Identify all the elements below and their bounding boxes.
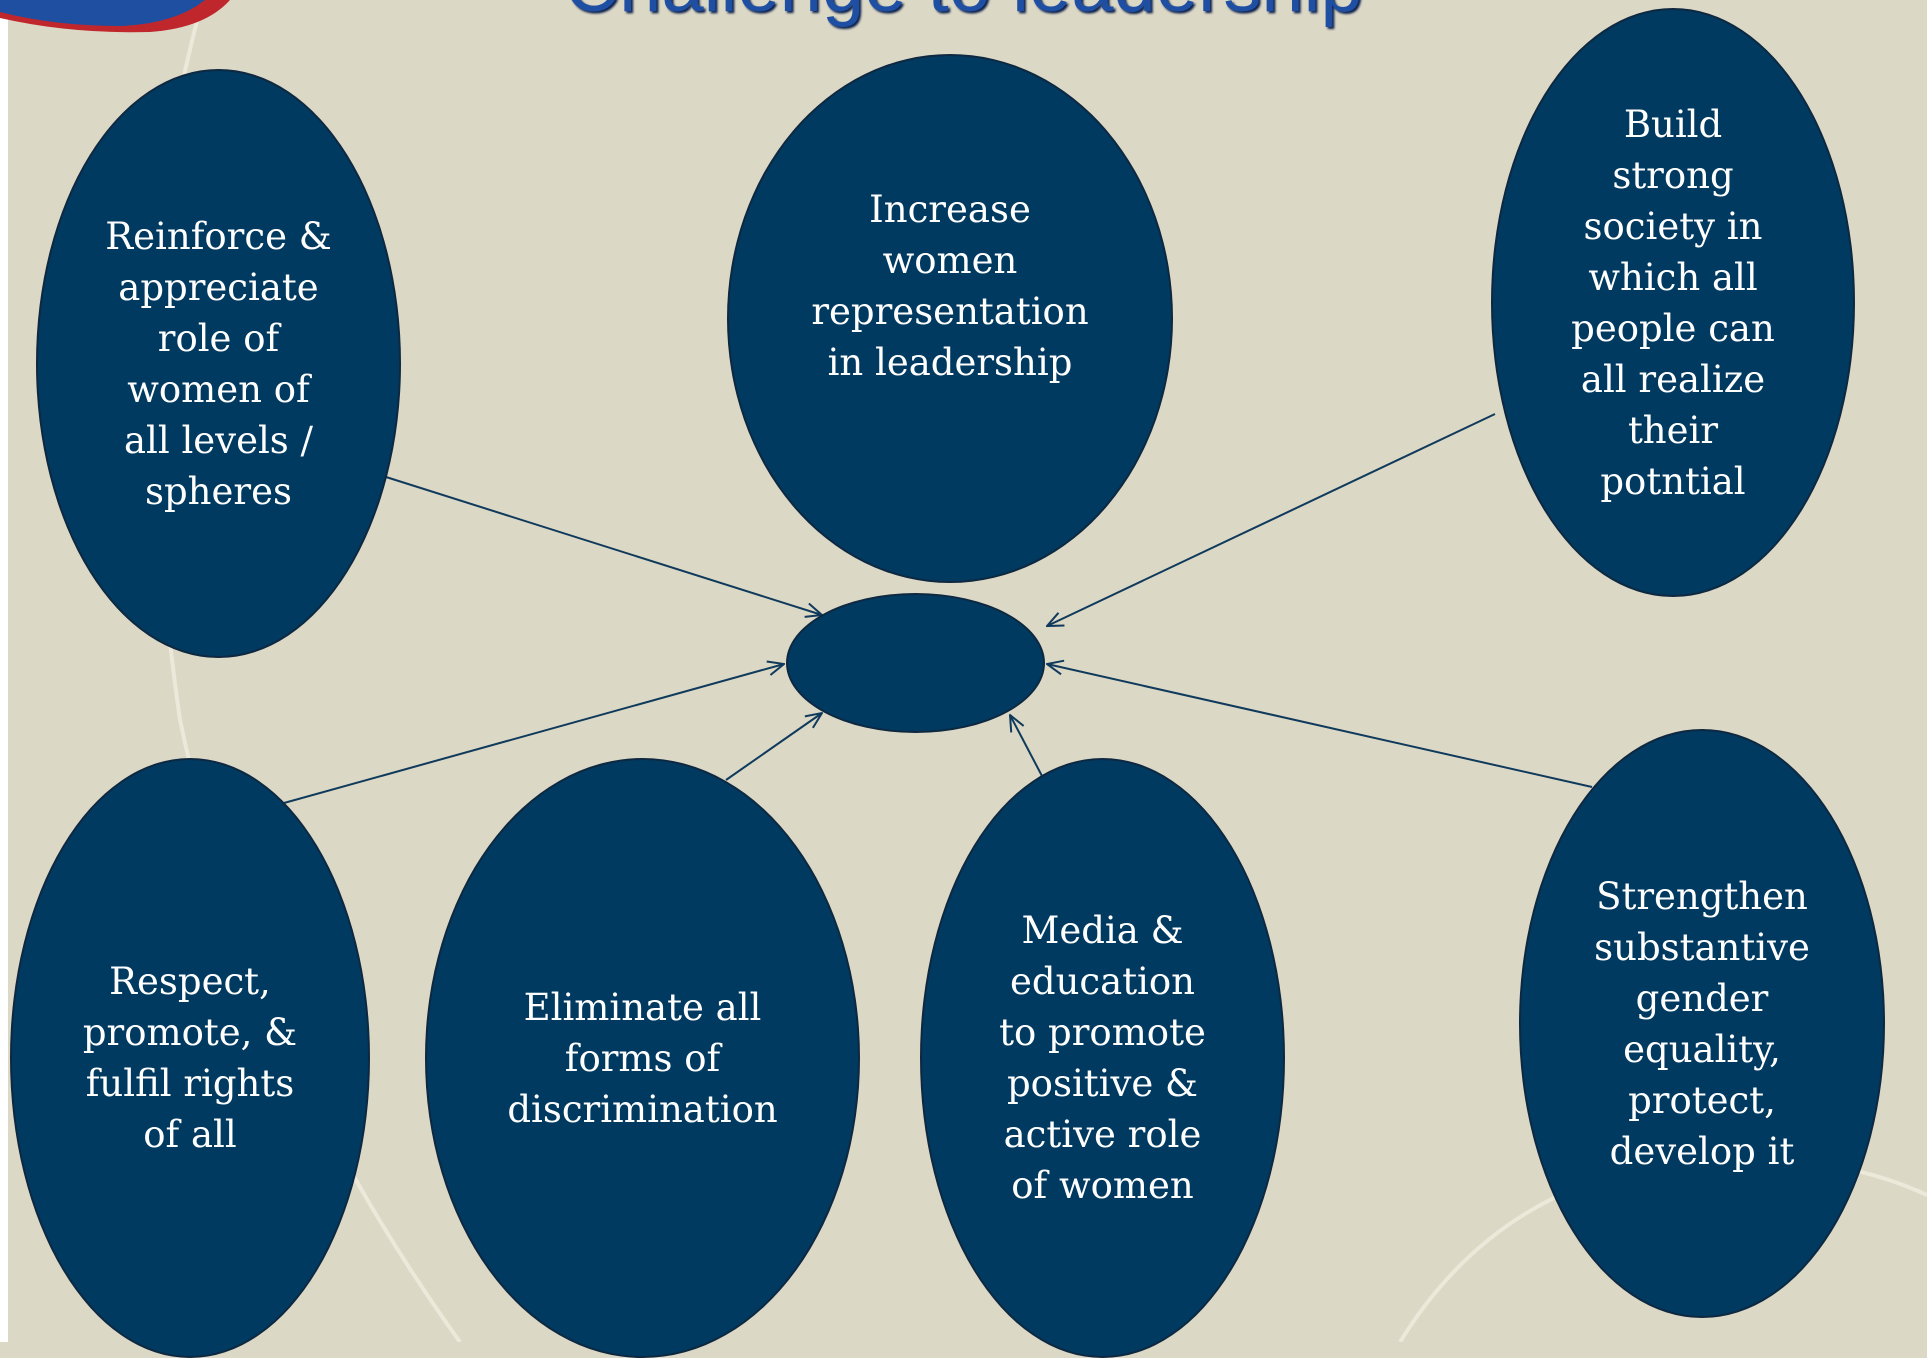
node-build: Build strong society in which all people… <box>1491 8 1855 597</box>
left-edge-strip <box>0 0 8 1342</box>
node-respect-label: Respect, promote, & fulfil rights of all <box>82 960 298 1156</box>
arrow-strengthen <box>1047 664 1593 788</box>
arrow-eliminate <box>725 713 822 781</box>
node-media: Media & education to promote positive & … <box>920 758 1285 1358</box>
arrow-media <box>1010 715 1043 777</box>
arrow-build <box>1047 413 1496 626</box>
node-respect: Respect, promote, & fulfil rights of all <box>10 758 370 1358</box>
node-eliminate: Eliminate all forms of discrimination <box>425 758 860 1358</box>
node-eliminate-label: Eliminate all forms of discrimination <box>507 985 778 1131</box>
arrow-respect <box>283 664 784 804</box>
node-media-label: Media & education to promote positive & … <box>999 909 1206 1207</box>
node-increase: Increase women representation in leaders… <box>727 54 1173 583</box>
center-ellipse <box>786 593 1045 733</box>
arrow-reinforce <box>385 476 822 615</box>
node-strengthen: Strengthen substantive gender equality, … <box>1519 729 1885 1318</box>
node-strengthen-label: Strengthen substantive gender equality, … <box>1594 874 1810 1173</box>
slide-title: Challenge to leadership <box>0 0 1927 29</box>
node-increase-label: Increase women representation in leaders… <box>811 188 1089 384</box>
node-reinforce: Reinforce & appreciate role of women of … <box>36 69 401 658</box>
node-build-label: Build strong society in which all people… <box>1571 102 1775 503</box>
logo <box>0 0 230 33</box>
node-reinforce-label: Reinforce & appreciate role of women of … <box>105 214 332 513</box>
